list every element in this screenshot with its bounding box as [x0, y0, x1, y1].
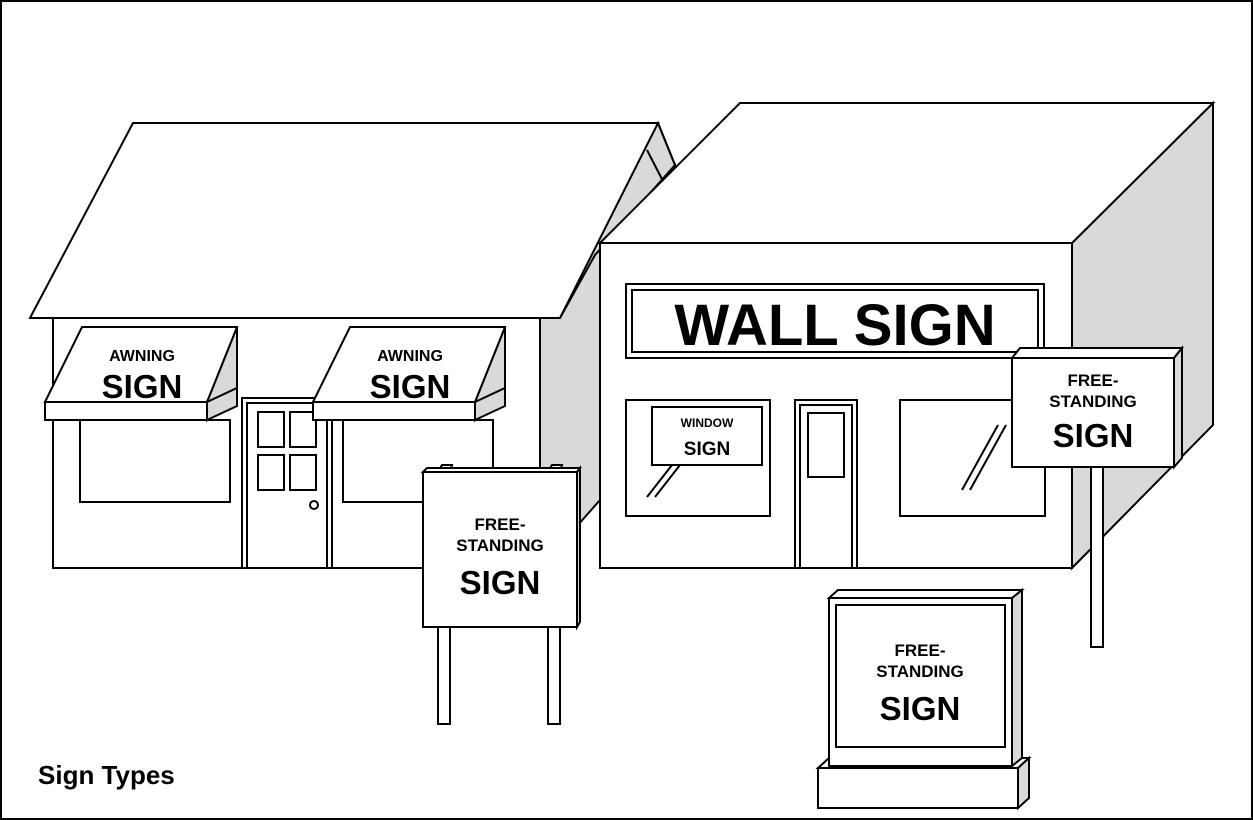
window-sign-line1: WINDOW [681, 416, 734, 430]
freestanding-sign-posts [420, 464, 582, 725]
awning-right-line2: SIGN [370, 368, 451, 405]
glass-glare [969, 424, 1007, 491]
awning-right-line1: AWNING [377, 348, 443, 365]
left-building-roof [28, 122, 660, 319]
left-window-1 [79, 419, 231, 503]
freestanding-monument-line1: FREE- [895, 641, 946, 660]
awning-left-line2: SIGN [102, 368, 183, 405]
freestanding-pole-line3: SIGN [1053, 417, 1134, 454]
window-sign-line2: SIGN [684, 439, 730, 460]
freestanding-sign-pole [1009, 345, 1185, 648]
figure-caption: Sign Types [38, 760, 175, 790]
left-building-door [241, 397, 333, 569]
right-building-door [794, 399, 858, 569]
wall-sign-text: WALL SIGN [674, 293, 995, 358]
freestanding-pole-line2: STANDING [1049, 392, 1137, 411]
freestanding-sign-monument [815, 587, 1032, 811]
glass-glare [961, 424, 999, 491]
awning-sign-right [311, 326, 507, 423]
window-sign [651, 406, 763, 466]
roof-edge [657, 122, 676, 166]
freestanding-posts-line3: SIGN [460, 564, 541, 601]
freestanding-monument-line3: SIGN [880, 690, 961, 727]
wall-sign [625, 283, 1045, 359]
freestanding-monument-line2: STANDING [876, 662, 964, 681]
freestanding-pole-line1: FREE- [1068, 371, 1119, 390]
roof-edge-inner [646, 149, 666, 186]
awning-sign-left [43, 326, 239, 423]
awning-left-line1: AWNING [109, 348, 175, 365]
freestanding-posts-line2: STANDING [456, 536, 544, 555]
freestanding-posts-line1: FREE- [475, 515, 526, 534]
glass-glare [646, 464, 673, 498]
glass-glare [654, 464, 681, 498]
